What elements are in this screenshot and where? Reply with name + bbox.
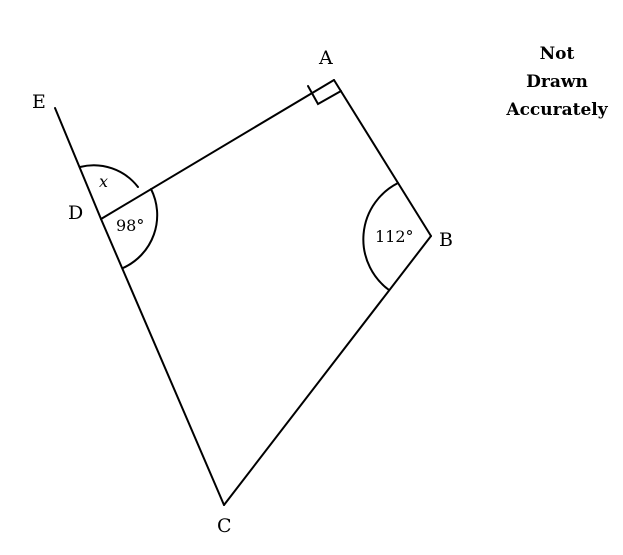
- angle-arc-d: [122, 188, 159, 269]
- vertex-label-b: B: [439, 229, 453, 251]
- segment-b-c: [223, 235, 432, 506]
- segment-d-c: [100, 218, 225, 506]
- vertex-label-c: C: [217, 515, 232, 537]
- note-line-2: Drawn: [526, 72, 588, 92]
- vertex-label-d: D: [68, 202, 83, 224]
- angle-label-d: 98°: [116, 216, 144, 235]
- note-line-3: Accurately: [506, 100, 608, 120]
- segment-d-a: [100, 79, 335, 220]
- segment-e-d: [54, 107, 102, 220]
- angle-arc-x: [79, 164, 139, 188]
- note-line-1: Not: [539, 44, 575, 64]
- not-drawn-accurately-note: Not Drawn Accurately: [492, 40, 622, 124]
- vertex-label-a: A: [318, 47, 333, 69]
- angle-label-x: x: [99, 172, 108, 191]
- right-angle-marker-a: [307, 85, 342, 106]
- angle-label-b: 112°: [375, 227, 414, 246]
- segment-a-b: [333, 79, 432, 237]
- angle-arc-b: [362, 182, 399, 291]
- vertex-label-e: E: [32, 91, 46, 113]
